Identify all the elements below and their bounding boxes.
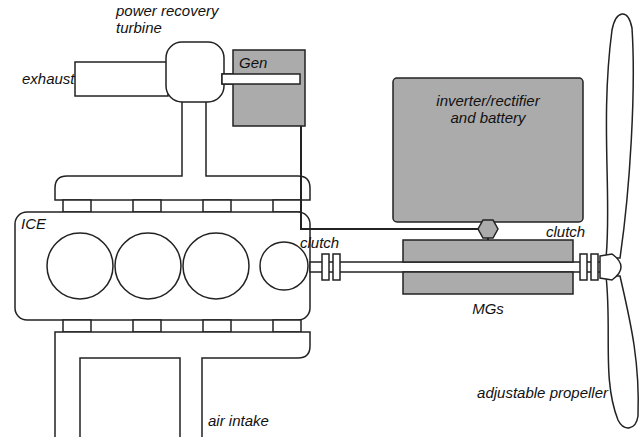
port bbox=[133, 320, 161, 332]
clutch-plate bbox=[322, 254, 329, 280]
clutch-plate bbox=[591, 254, 598, 280]
port bbox=[203, 200, 231, 212]
clutch-plate bbox=[333, 254, 340, 280]
port bbox=[133, 200, 161, 212]
motor-generator-node: MGs bbox=[403, 240, 573, 320]
part-label: clutch bbox=[300, 234, 339, 251]
node-text: Gen bbox=[239, 54, 305, 71]
node-text: ICE bbox=[21, 215, 310, 232]
node-text: power recovery turbine bbox=[116, 2, 228, 36]
wire-connector bbox=[301, 126, 488, 229]
turbine-shaft bbox=[222, 74, 300, 84]
port bbox=[63, 200, 91, 212]
motor-generator bbox=[403, 240, 573, 262]
drive-shaft bbox=[310, 262, 602, 272]
cylinder bbox=[115, 233, 181, 299]
engine-block bbox=[15, 212, 310, 320]
propeller-blade bbox=[606, 14, 633, 258]
part-label: clutch bbox=[546, 223, 585, 240]
generator-box: Gen bbox=[233, 50, 305, 126]
node-text: MGs bbox=[403, 300, 573, 317]
part-label: exhaust bbox=[22, 70, 75, 87]
part-label: adjustable propeller bbox=[468, 384, 608, 401]
node-text: inverter/rectifier and battery bbox=[423, 92, 553, 126]
turbine-node: power recovery turbine bbox=[116, 2, 228, 40]
motor-generator bbox=[403, 272, 573, 294]
propeller-hub bbox=[600, 254, 621, 280]
clutch-plate bbox=[580, 254, 587, 280]
turbine-shaft bbox=[222, 74, 300, 84]
intake-manifold bbox=[55, 332, 310, 437]
inverter-battery-box bbox=[393, 78, 583, 222]
port bbox=[63, 320, 91, 332]
cylinder bbox=[47, 233, 113, 299]
cylinder bbox=[183, 233, 249, 299]
port bbox=[273, 200, 301, 212]
port bbox=[273, 320, 301, 332]
turbine-housing bbox=[166, 42, 224, 102]
propeller-blade bbox=[606, 276, 638, 428]
inverter-box: inverter/rectifier and battery bbox=[393, 78, 583, 222]
port bbox=[203, 320, 231, 332]
generator-housing bbox=[233, 50, 305, 126]
junction-hexagon bbox=[478, 220, 498, 238]
part-label: air intake bbox=[208, 412, 269, 429]
exhaust-pipe bbox=[75, 62, 168, 96]
engine-block-node: ICE bbox=[15, 212, 310, 320]
